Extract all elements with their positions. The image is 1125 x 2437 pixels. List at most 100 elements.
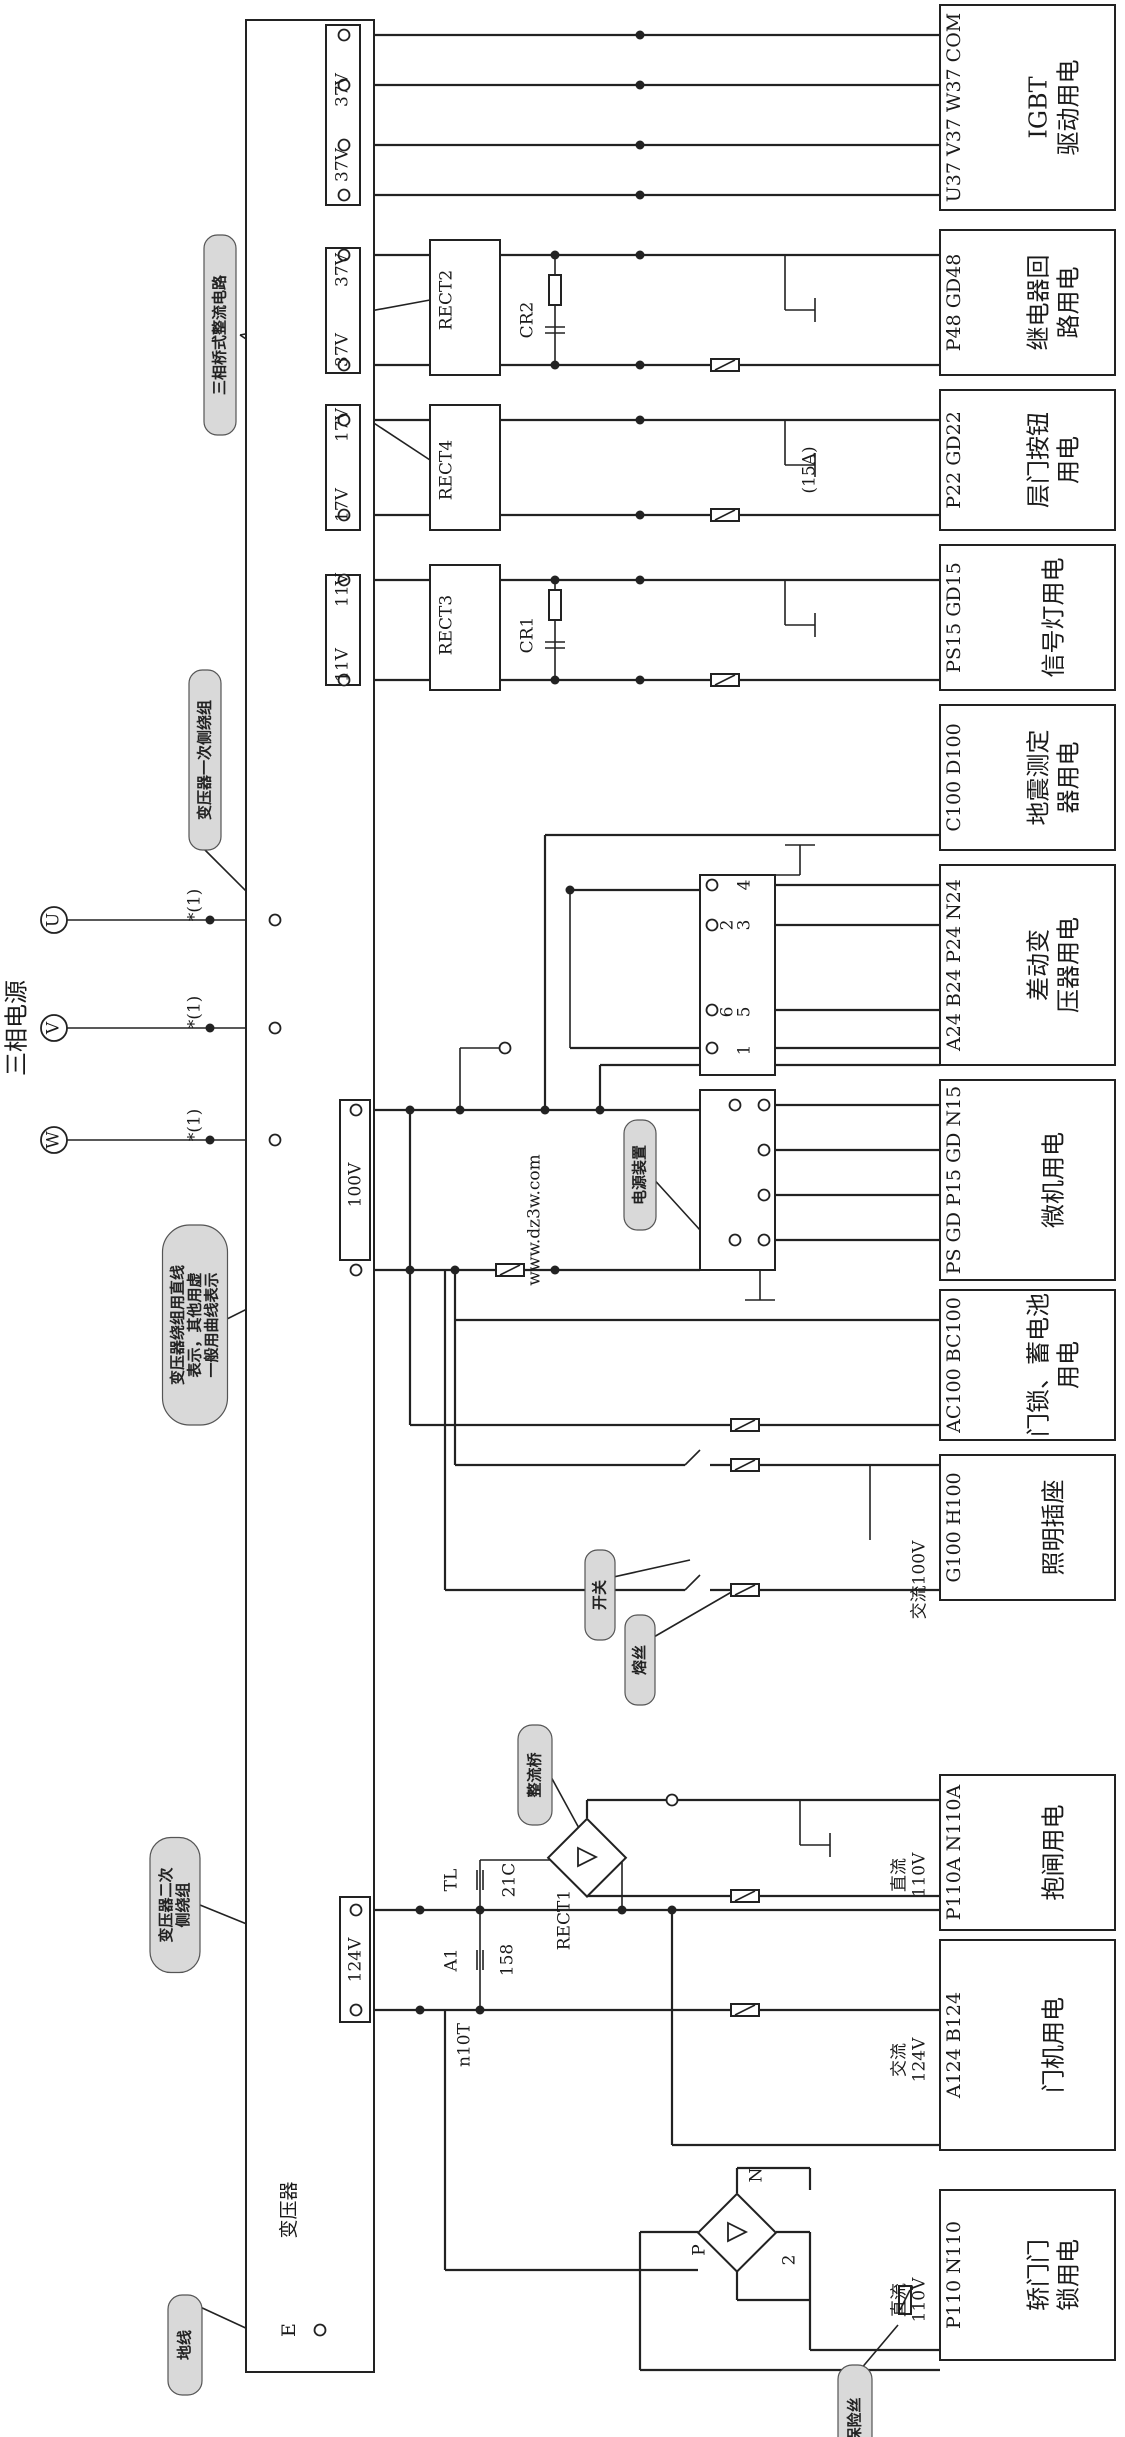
terminal-circle [337, 358, 351, 372]
callout-text: 地线 [176, 2330, 194, 2360]
callout-text: 开关 [591, 1580, 609, 1610]
tap-label: 17V [333, 487, 353, 522]
load-seismic [939, 704, 1116, 851]
load-terminals: A24 B24 P24 N24 [943, 879, 965, 1052]
terminal-circle [337, 188, 351, 202]
terminal-circle [757, 1143, 771, 1157]
load-name: 门机用电 [1040, 1997, 1068, 2093]
callout-bubble [623, 1119, 657, 1231]
fuse-mark [714, 674, 736, 686]
fuse-mark [734, 1890, 756, 1902]
terminal-circle [665, 1793, 679, 1807]
terminal-circle [349, 1263, 363, 1277]
tap-label: 17V [333, 407, 353, 442]
junction-dot [667, 1905, 677, 1915]
junction-dot [635, 250, 645, 260]
terminal-circle [337, 673, 351, 687]
wire [649, 1174, 701, 1231]
label-line: 差动变 [1025, 929, 1053, 1001]
tap-37v-a [325, 247, 361, 374]
cap-label: 158 [498, 1944, 518, 1976]
terminal-circle [313, 2323, 327, 2337]
callout-secondary: 变压器二次侧绕组 [149, 1836, 201, 1974]
wire [684, 1449, 701, 1466]
callout-power: 电源装置 [623, 1119, 657, 1231]
junction-dot [205, 915, 215, 925]
cap-label: n10T [455, 2022, 475, 2067]
callout-text: 三相桥式整流电路 [211, 274, 229, 395]
label-line: 压器用电 [1055, 917, 1083, 1013]
wire [859, 2324, 899, 2371]
junction-dot [635, 575, 645, 585]
junction-dot [450, 1265, 460, 1275]
label-line: 抱闸用电 [1040, 1805, 1068, 1901]
callout-text: 整流桥 [526, 1752, 544, 1798]
callout-windings: 变压器绕组用直线表示，其他用虚一般用曲线表示 [161, 1224, 229, 1426]
phase-terminal [40, 1126, 68, 1154]
label-line: 直流 [890, 1858, 910, 1892]
load-terminals: P48 GD48 [943, 254, 965, 352]
load-terminals: G100 H100 [943, 1472, 965, 1582]
load-name: 地震测定器用电 [1025, 730, 1083, 826]
tap-label: 11V [333, 647, 353, 682]
fuse-mark [734, 2004, 756, 2016]
terminal-circle [757, 1098, 771, 1112]
junction-dot [415, 2005, 425, 2015]
callout-text: 一般用曲线表示 [203, 1272, 221, 1377]
tap-label: 37V [333, 252, 353, 287]
load-name: 抱闸用电 [1040, 1805, 1068, 1901]
load-lock-battery [939, 1289, 1116, 1441]
cr1-resistor [548, 589, 562, 621]
load-terminals: PS15 GD15 [943, 562, 965, 673]
wire [549, 1774, 581, 1831]
callout-text: 表示，其他用虚 [186, 1272, 204, 1377]
tap-label: 37V [333, 332, 353, 367]
fuse-rating: (15A) [800, 446, 820, 493]
wires [67, 25, 940, 2372]
load-hall-button [939, 389, 1116, 531]
callout-threephase: 三相桥式整流电路 [203, 234, 237, 436]
callout-text: 熔丝 [631, 1645, 649, 1675]
load-terminals: AC100 BC100 [943, 1297, 965, 1434]
bridge-pin: N [747, 2167, 767, 2182]
watermark: www.dz3w.com [525, 1154, 545, 1286]
junction-dot [550, 675, 560, 685]
junction-dot [635, 80, 645, 90]
fuse-mark [714, 509, 736, 521]
tap-124v [339, 1896, 371, 2023]
label-line: 微机用电 [1040, 1132, 1068, 1228]
junction-dot [205, 1135, 215, 1145]
wire [639, 1589, 736, 1646]
junction-dot [205, 1023, 215, 1033]
junction-dot [475, 2005, 485, 2015]
callout-bubble [517, 1724, 553, 1826]
label-line: 层门按钮 [1025, 412, 1053, 508]
label-line: 直流 [890, 2283, 910, 2317]
callout-text: 电源装置 [631, 1145, 649, 1205]
fuse-mark [714, 359, 736, 371]
label-line: 门机用电 [1040, 1997, 1068, 2093]
junction-dot [475, 1905, 485, 1915]
load-igbt [939, 4, 1116, 211]
load-terminals: P110A N110A [943, 1785, 965, 1921]
callout-text: 侧绕组 [174, 1882, 192, 1927]
label-line: IGBT [1025, 76, 1053, 138]
bridge-pin: P [690, 2244, 710, 2255]
phase-mark: *(1) [185, 996, 205, 1029]
label-line: 交流 [890, 2043, 910, 2077]
diode-icon [577, 1846, 599, 1868]
load-microcomputer [939, 1079, 1116, 1281]
terminal-circle [705, 1003, 719, 1017]
phase-terminal [40, 1014, 68, 1042]
junction-dot [635, 675, 645, 685]
terminal-circle [349, 1103, 363, 1117]
terminal-circle [498, 1041, 512, 1055]
cr2-resistor [548, 274, 562, 306]
label-line: 信号灯用电 [1040, 558, 1068, 678]
pin-label: 3 [735, 920, 755, 931]
tap-37v-b [325, 24, 361, 206]
wire [684, 1574, 701, 1591]
